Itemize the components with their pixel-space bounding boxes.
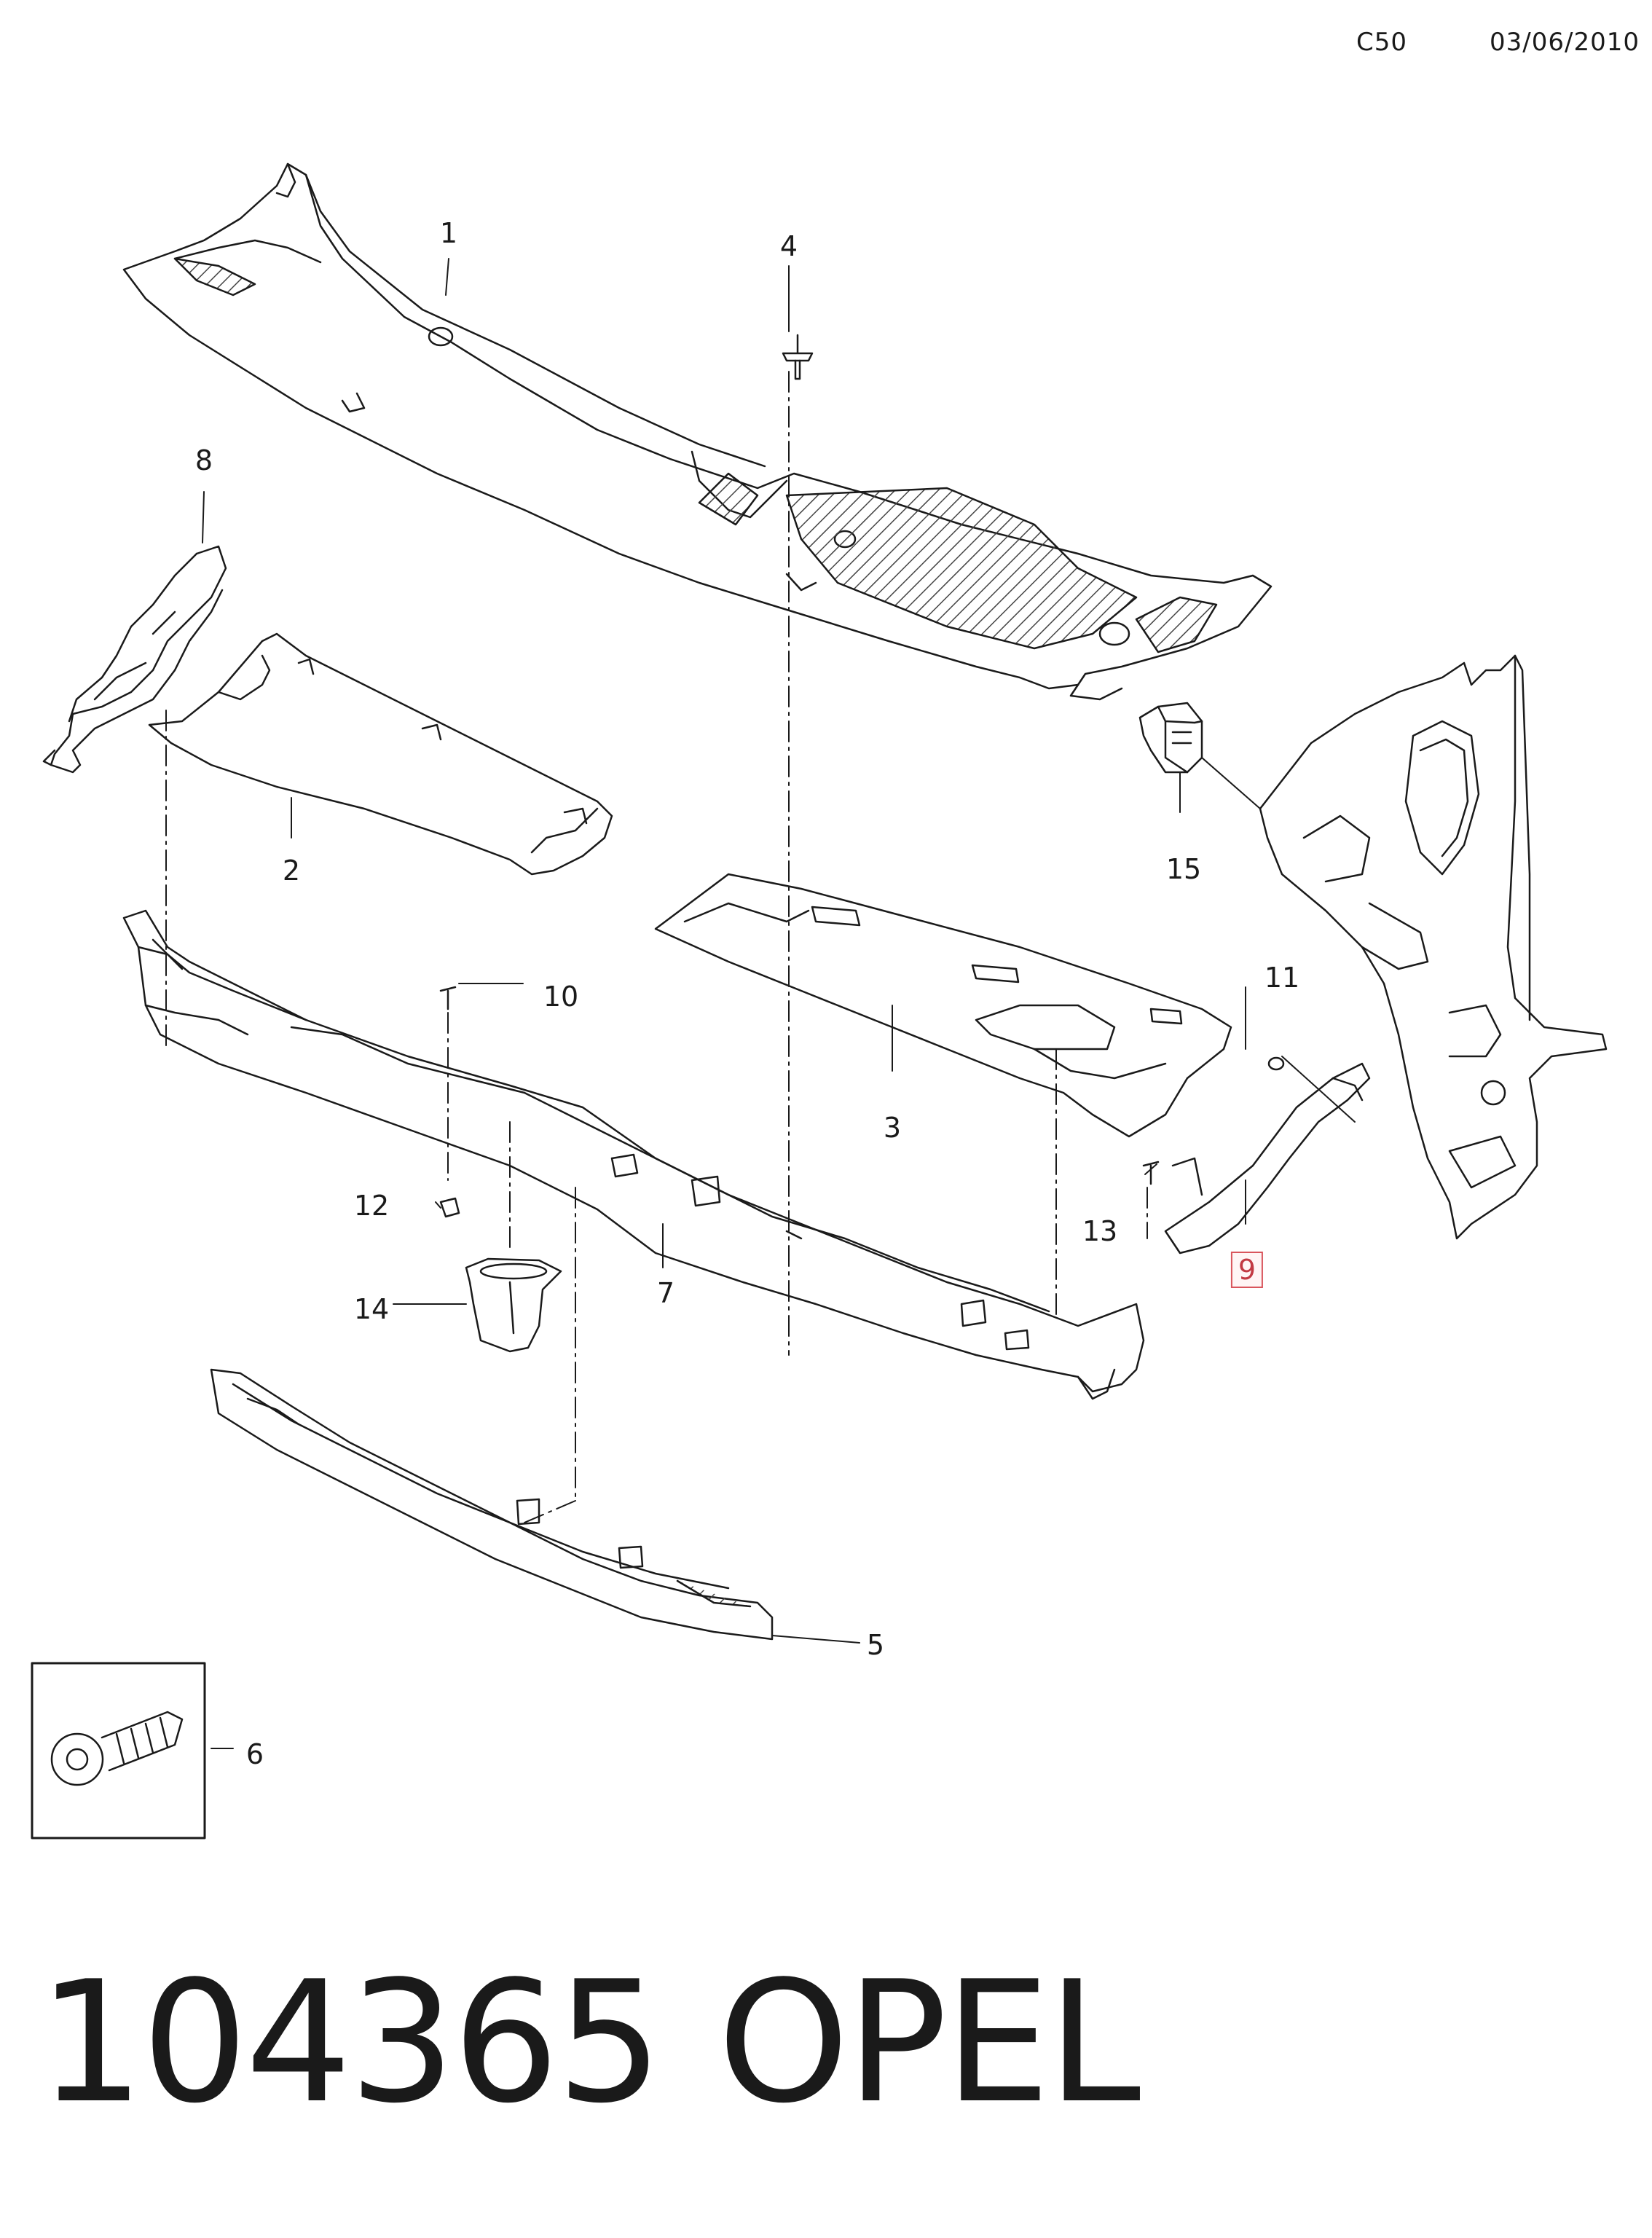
callout-12[interactable]: 12 bbox=[353, 1190, 390, 1222]
callout-14[interactable]: 14 bbox=[353, 1293, 390, 1325]
part-2-left-cowl-seal bbox=[148, 632, 613, 876]
part-11-nut bbox=[1267, 1056, 1285, 1071]
callout-15[interactable]: 15 bbox=[1165, 853, 1202, 885]
part-7-lower-cowl-panel bbox=[122, 909, 1145, 1400]
part-14-drain-seal bbox=[465, 1257, 562, 1353]
callout-8[interactable]: 8 bbox=[194, 444, 213, 476]
part-8-left-bracket bbox=[42, 545, 227, 774]
alignment-lines bbox=[165, 371, 1148, 1523]
part-6-screw-inset bbox=[31, 1662, 206, 1840]
part-10-screw bbox=[439, 986, 457, 1010]
part-3-right-cowl-seal bbox=[654, 873, 1232, 1138]
callout-2[interactable]: 2 bbox=[282, 855, 301, 887]
leader-lines bbox=[202, 258, 1356, 1749]
part-9-right-bracket bbox=[1164, 1062, 1371, 1255]
callout-11[interactable]: 11 bbox=[1264, 962, 1300, 994]
callout-10[interactable]: 10 bbox=[543, 981, 579, 1013]
part-4-clip bbox=[782, 334, 814, 380]
brand-name: OPEL bbox=[717, 1946, 1141, 2140]
part-5-lower-strip bbox=[210, 1368, 774, 1641]
callout-6[interactable]: 6 bbox=[245, 1738, 264, 1770]
callout-3[interactable]: 3 bbox=[883, 1112, 902, 1144]
diagram-date: 03/06/2010 bbox=[1490, 28, 1640, 57]
body-side-panel bbox=[1259, 654, 1608, 1240]
part-number: 104365 bbox=[38, 1946, 663, 2140]
part-1-upper-cowl-panel bbox=[122, 162, 1273, 701]
callout-13[interactable]: 13 bbox=[1082, 1215, 1118, 1247]
callout-9[interactable]: 9 bbox=[1230, 1252, 1264, 1288]
callout-4[interactable]: 4 bbox=[779, 230, 798, 262]
part-15-connector bbox=[1138, 702, 1203, 774]
callout-1[interactable]: 1 bbox=[439, 217, 458, 249]
part-12-clip bbox=[439, 1197, 460, 1218]
callout-5[interactable]: 5 bbox=[866, 1629, 885, 1661]
callout-7[interactable]: 7 bbox=[656, 1277, 675, 1309]
diagram-code: C50 bbox=[1356, 28, 1408, 57]
